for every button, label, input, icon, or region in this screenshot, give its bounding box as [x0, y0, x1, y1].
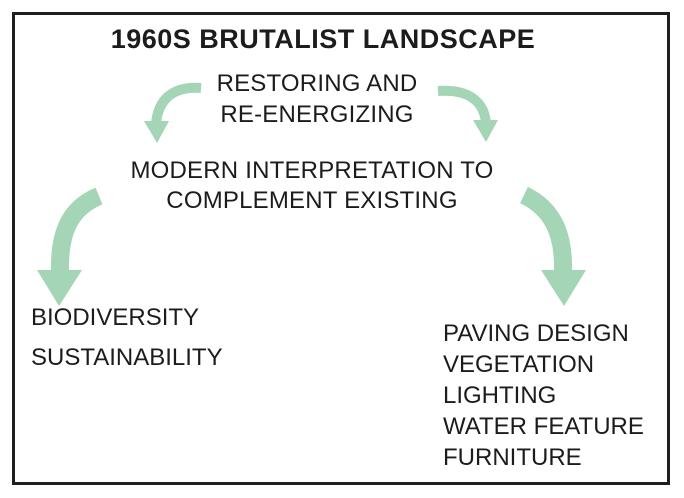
node-restoring-line1: RESTORING AND: [216, 70, 418, 97]
right-outcomes-list: PAVING DESIGN VEGETATION LIGHTING WATER …: [443, 318, 644, 473]
list-item: BIODIVERSITY: [31, 304, 200, 331]
left-outcomes-list: BIODIVERSITY SUSTAINABILITY: [31, 306, 223, 386]
node-modern-line1: MODERN INTERPRETATION TO: [130, 157, 494, 184]
list-item: PAVING DESIGN: [443, 320, 629, 347]
node-restoring-line2: RE-ENERGIZING: [220, 101, 414, 128]
list-item: SUSTAINABILITY: [31, 344, 223, 371]
node-modern-line2: COMPLEMENT EXISTING: [166, 187, 458, 214]
node-restoring: RESTORING AND RE-ENERGIZING: [0, 68, 634, 130]
list-item: LIGHTING: [443, 382, 557, 409]
page-title: 1960S BRUTALIST LANDSCAPE: [110, 24, 536, 54]
list-item: VEGETATION: [443, 351, 595, 378]
node-modern-interpretation: MODERN INTERPRETATION TO COMPLEMENT EXIS…: [0, 156, 624, 216]
list-item: WATER FEATURE: [443, 413, 644, 440]
list-item: FURNITURE: [443, 444, 582, 471]
